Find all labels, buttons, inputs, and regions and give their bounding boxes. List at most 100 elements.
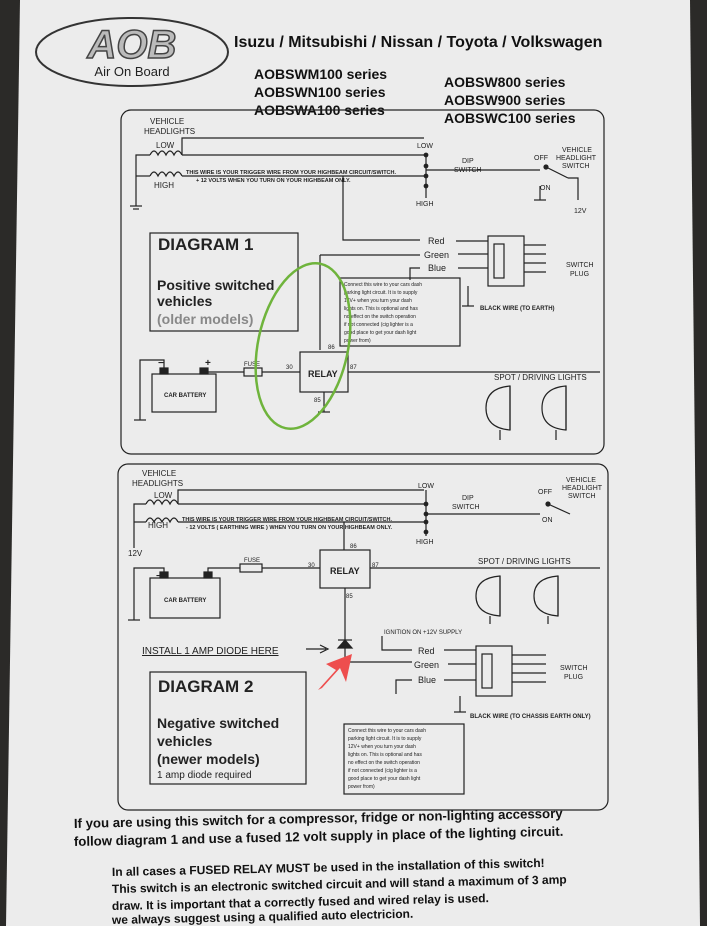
d1-spot-label: SPOT / DRIVING LIGHTS xyxy=(494,373,587,382)
d1-note-box xyxy=(339,277,461,347)
d2-trigger-note-1: THIS WIRE IS YOUR TRIGGER WIRE FROM YOUR… xyxy=(182,517,392,523)
svg-text:parking light circuit. It is t: parking light circuit. It is to supply xyxy=(344,290,418,296)
d2-switch-plug xyxy=(475,645,513,697)
diagram-1-frame xyxy=(120,109,605,455)
d1-pin30: 30 xyxy=(286,365,293,371)
paper-sheet xyxy=(6,0,700,926)
d2-fuse-label: FUSE xyxy=(244,558,260,564)
series-left-2: AOBSWN100 series xyxy=(254,84,386,100)
d1-trigger-note-1: THIS WIRE IS YOUR TRIGGER WIRE FROM YOUR… xyxy=(186,170,396,176)
svg-text:12V+ when you turn your dash: 12V+ when you turn your dash xyxy=(348,744,416,750)
d1-car-battery xyxy=(151,373,217,413)
d2-headlight-switch-1: VEHICLE xyxy=(566,477,596,484)
d2-pin85: 85 xyxy=(346,594,353,600)
d1-headlight-switch-3: SWITCH xyxy=(562,163,590,170)
d1-fuse-label: FUSE xyxy=(244,362,260,368)
d1-battery-label: CAR BATTERY xyxy=(164,393,206,399)
d2-dip-switch-1: DIP xyxy=(462,495,474,502)
d2-high-right: HIGH xyxy=(416,539,434,546)
d1-vehicle-headlights-2: HEADLIGHTS xyxy=(144,127,195,136)
d1-title: DIAGRAM 1 xyxy=(158,235,253,254)
d2-low-right: LOW xyxy=(418,483,434,490)
d1-title-box xyxy=(149,232,299,332)
logo-subtitle: Air On Board xyxy=(94,64,169,79)
d2-desc-1: Negative switched xyxy=(157,715,279,731)
svg-text:if not connected (cig lighter: if not connected (cig lighter is a xyxy=(348,768,417,774)
d2-pin30: 30 xyxy=(308,563,315,569)
d1-spot-light-2 xyxy=(541,385,567,431)
svg-text:power from): power from) xyxy=(348,784,375,790)
d1-trigger-note-2: + 12 VOLTS WHEN YOU TURN ON YOUR HIGHBEA… xyxy=(196,178,351,184)
d2-minus: − xyxy=(156,571,162,582)
d2-desc-2: vehicles xyxy=(157,733,212,749)
svg-text:no effect on the switch operat: no effect on the switch operation xyxy=(344,314,416,320)
d2-red: Red xyxy=(418,646,435,656)
svg-text:good place to get your dash li: good place to get your dash light xyxy=(348,776,421,782)
d2-vehicle-headlights-2: HEADLIGHTS xyxy=(132,479,183,488)
d1-pin87: 87 xyxy=(350,365,357,371)
d1-spot-light-1 xyxy=(485,385,511,431)
d2-switch-plug-2: PLUG xyxy=(564,674,583,681)
d1-switch-plug-2: PLUG xyxy=(570,271,589,278)
d1-headlight-switch-1: VEHICLE xyxy=(562,147,592,154)
d1-desc-3: (older models) xyxy=(157,311,253,327)
red-arrow-annotation xyxy=(318,654,352,690)
d2-battery-label: CAR BATTERY xyxy=(164,598,206,604)
d2-note-text: Connect this wire to your cars dash park… xyxy=(348,728,426,790)
d2-high-coil xyxy=(145,517,179,524)
d1-off: OFF xyxy=(534,155,548,162)
logo-text: AOB xyxy=(87,23,177,67)
diagram-1: VEHICLE HEADLIGHTS LOW HIGH THIS WIRE IS… xyxy=(120,109,605,455)
d1-switch-plug-1: SWITCH xyxy=(566,262,594,269)
svg-text:if not connected (cig lighter: if not connected (cig lighter is a xyxy=(344,322,413,328)
d2-relay-label: RELAY xyxy=(330,566,360,576)
series-left-1: AOBSWM100 series xyxy=(254,66,387,82)
brand-list: Isuzu / Mitsubishi / Nissan / Toyota / V… xyxy=(234,34,602,51)
d2-pin86: 86 xyxy=(350,544,357,550)
d2-low: LOW xyxy=(154,491,173,500)
d2-on: ON xyxy=(542,517,553,524)
diagram-2-frame xyxy=(117,463,609,811)
d1-high-coil xyxy=(149,171,183,178)
d1-headlight-switch-2: HEADLIGHT xyxy=(556,155,597,162)
d2-note-box xyxy=(343,723,465,795)
d1-dip-switch-2: SWITCH xyxy=(454,167,482,174)
d2-supply: 12V xyxy=(128,549,143,558)
d2-spot-label: SPOT / DRIVING LIGHTS xyxy=(478,557,571,566)
d1-pin85: 85 xyxy=(314,398,321,404)
d2-plus: + xyxy=(207,571,213,582)
d2-high: HIGH xyxy=(148,521,168,530)
header: AOB Air On Board Isuzu / Mitsubishi / Ni… xyxy=(35,17,602,126)
d1-dip-switch-1: DIP xyxy=(462,158,474,165)
footer-line-6: we always suggest using a qualified auto… xyxy=(111,907,414,926)
d1-green: Green xyxy=(424,250,449,260)
d1-high-right: HIGH xyxy=(416,201,434,208)
d2-ignition: IGNITION ON +12V SUPPLY xyxy=(384,630,462,636)
d1-supply: 12V xyxy=(574,208,587,215)
d2-spot-light-1 xyxy=(475,575,501,617)
d1-plus: + xyxy=(205,358,211,369)
d1-desc-1: Positive switched xyxy=(157,277,274,293)
d2-headlight-switch-3: SWITCH xyxy=(568,493,596,500)
d2-low-coil xyxy=(145,499,179,506)
d1-low-right: LOW xyxy=(417,143,433,150)
d1-blue: Blue xyxy=(428,263,446,273)
d2-title: DIAGRAM 2 xyxy=(158,677,253,696)
aob-logo xyxy=(35,17,229,87)
svg-text:lights on. This is optional an: lights on. This is optional and has xyxy=(344,306,418,312)
green-highlight-circle xyxy=(254,262,352,430)
d1-red: Red xyxy=(428,236,445,246)
d2-desc-4: 1 amp diode required xyxy=(157,770,252,781)
series-right-1: AOBSW800 series xyxy=(444,74,566,90)
d1-relay-label: RELAY xyxy=(308,369,338,379)
d1-high: HIGH xyxy=(154,181,174,190)
svg-text:Connect this wire to your cars: Connect this wire to your cars dash xyxy=(344,282,422,288)
d2-spot-light-2 xyxy=(533,575,559,617)
svg-text:12V+ when you turn your dash: 12V+ when you turn your dash xyxy=(344,298,412,304)
d1-desc-2: vehicles xyxy=(157,293,212,309)
svg-text:Connect this wire to your cars: Connect this wire to your cars dash xyxy=(348,728,426,734)
d1-minus: − xyxy=(158,358,164,369)
d1-pin86: 86 xyxy=(328,345,335,351)
d2-off: OFF xyxy=(538,489,552,496)
